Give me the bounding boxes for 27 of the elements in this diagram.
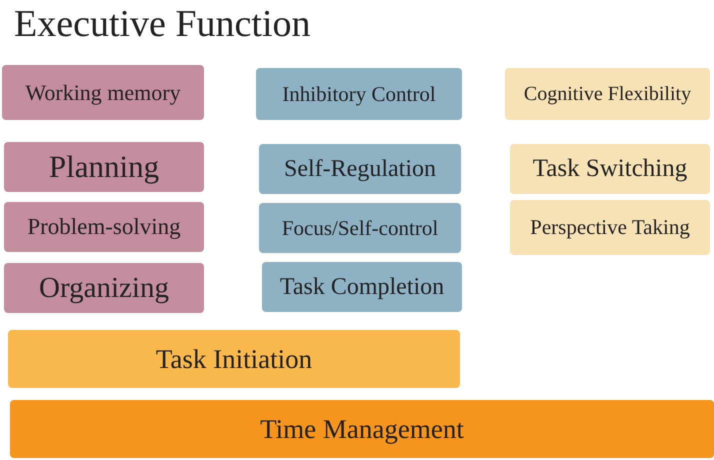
box-label: Organizing (39, 272, 169, 304)
category-box (259, 144, 461, 194)
category-box (4, 202, 204, 252)
category-box (259, 203, 461, 253)
box-label: Task Completion (280, 274, 444, 300)
category-box (256, 68, 462, 120)
category-box (505, 68, 710, 120)
category-box (4, 142, 204, 192)
box-label: Time Management (260, 414, 464, 444)
box-label: Perspective Taking (530, 215, 690, 240)
category-box (8, 330, 460, 388)
box-label: Inhibitory Control (282, 82, 436, 106)
category-box (4, 263, 204, 313)
category-box (510, 144, 710, 194)
category-box (10, 400, 714, 458)
category-box (510, 200, 710, 255)
box-label: Task Switching (532, 155, 688, 183)
diagram-title: Executive Function (14, 2, 311, 46)
box-label: Planning (48, 149, 160, 185)
box-label: Focus/Self-control (282, 216, 438, 240)
box-label: Problem-solving (27, 214, 181, 240)
category-box (2, 65, 204, 120)
category-box (262, 262, 462, 312)
box-label: Cognitive Flexibility (524, 82, 692, 106)
box-label: Task Initiation (156, 344, 312, 374)
box-label: Self-Regulation (284, 156, 436, 182)
box-label: Working memory (25, 80, 181, 106)
